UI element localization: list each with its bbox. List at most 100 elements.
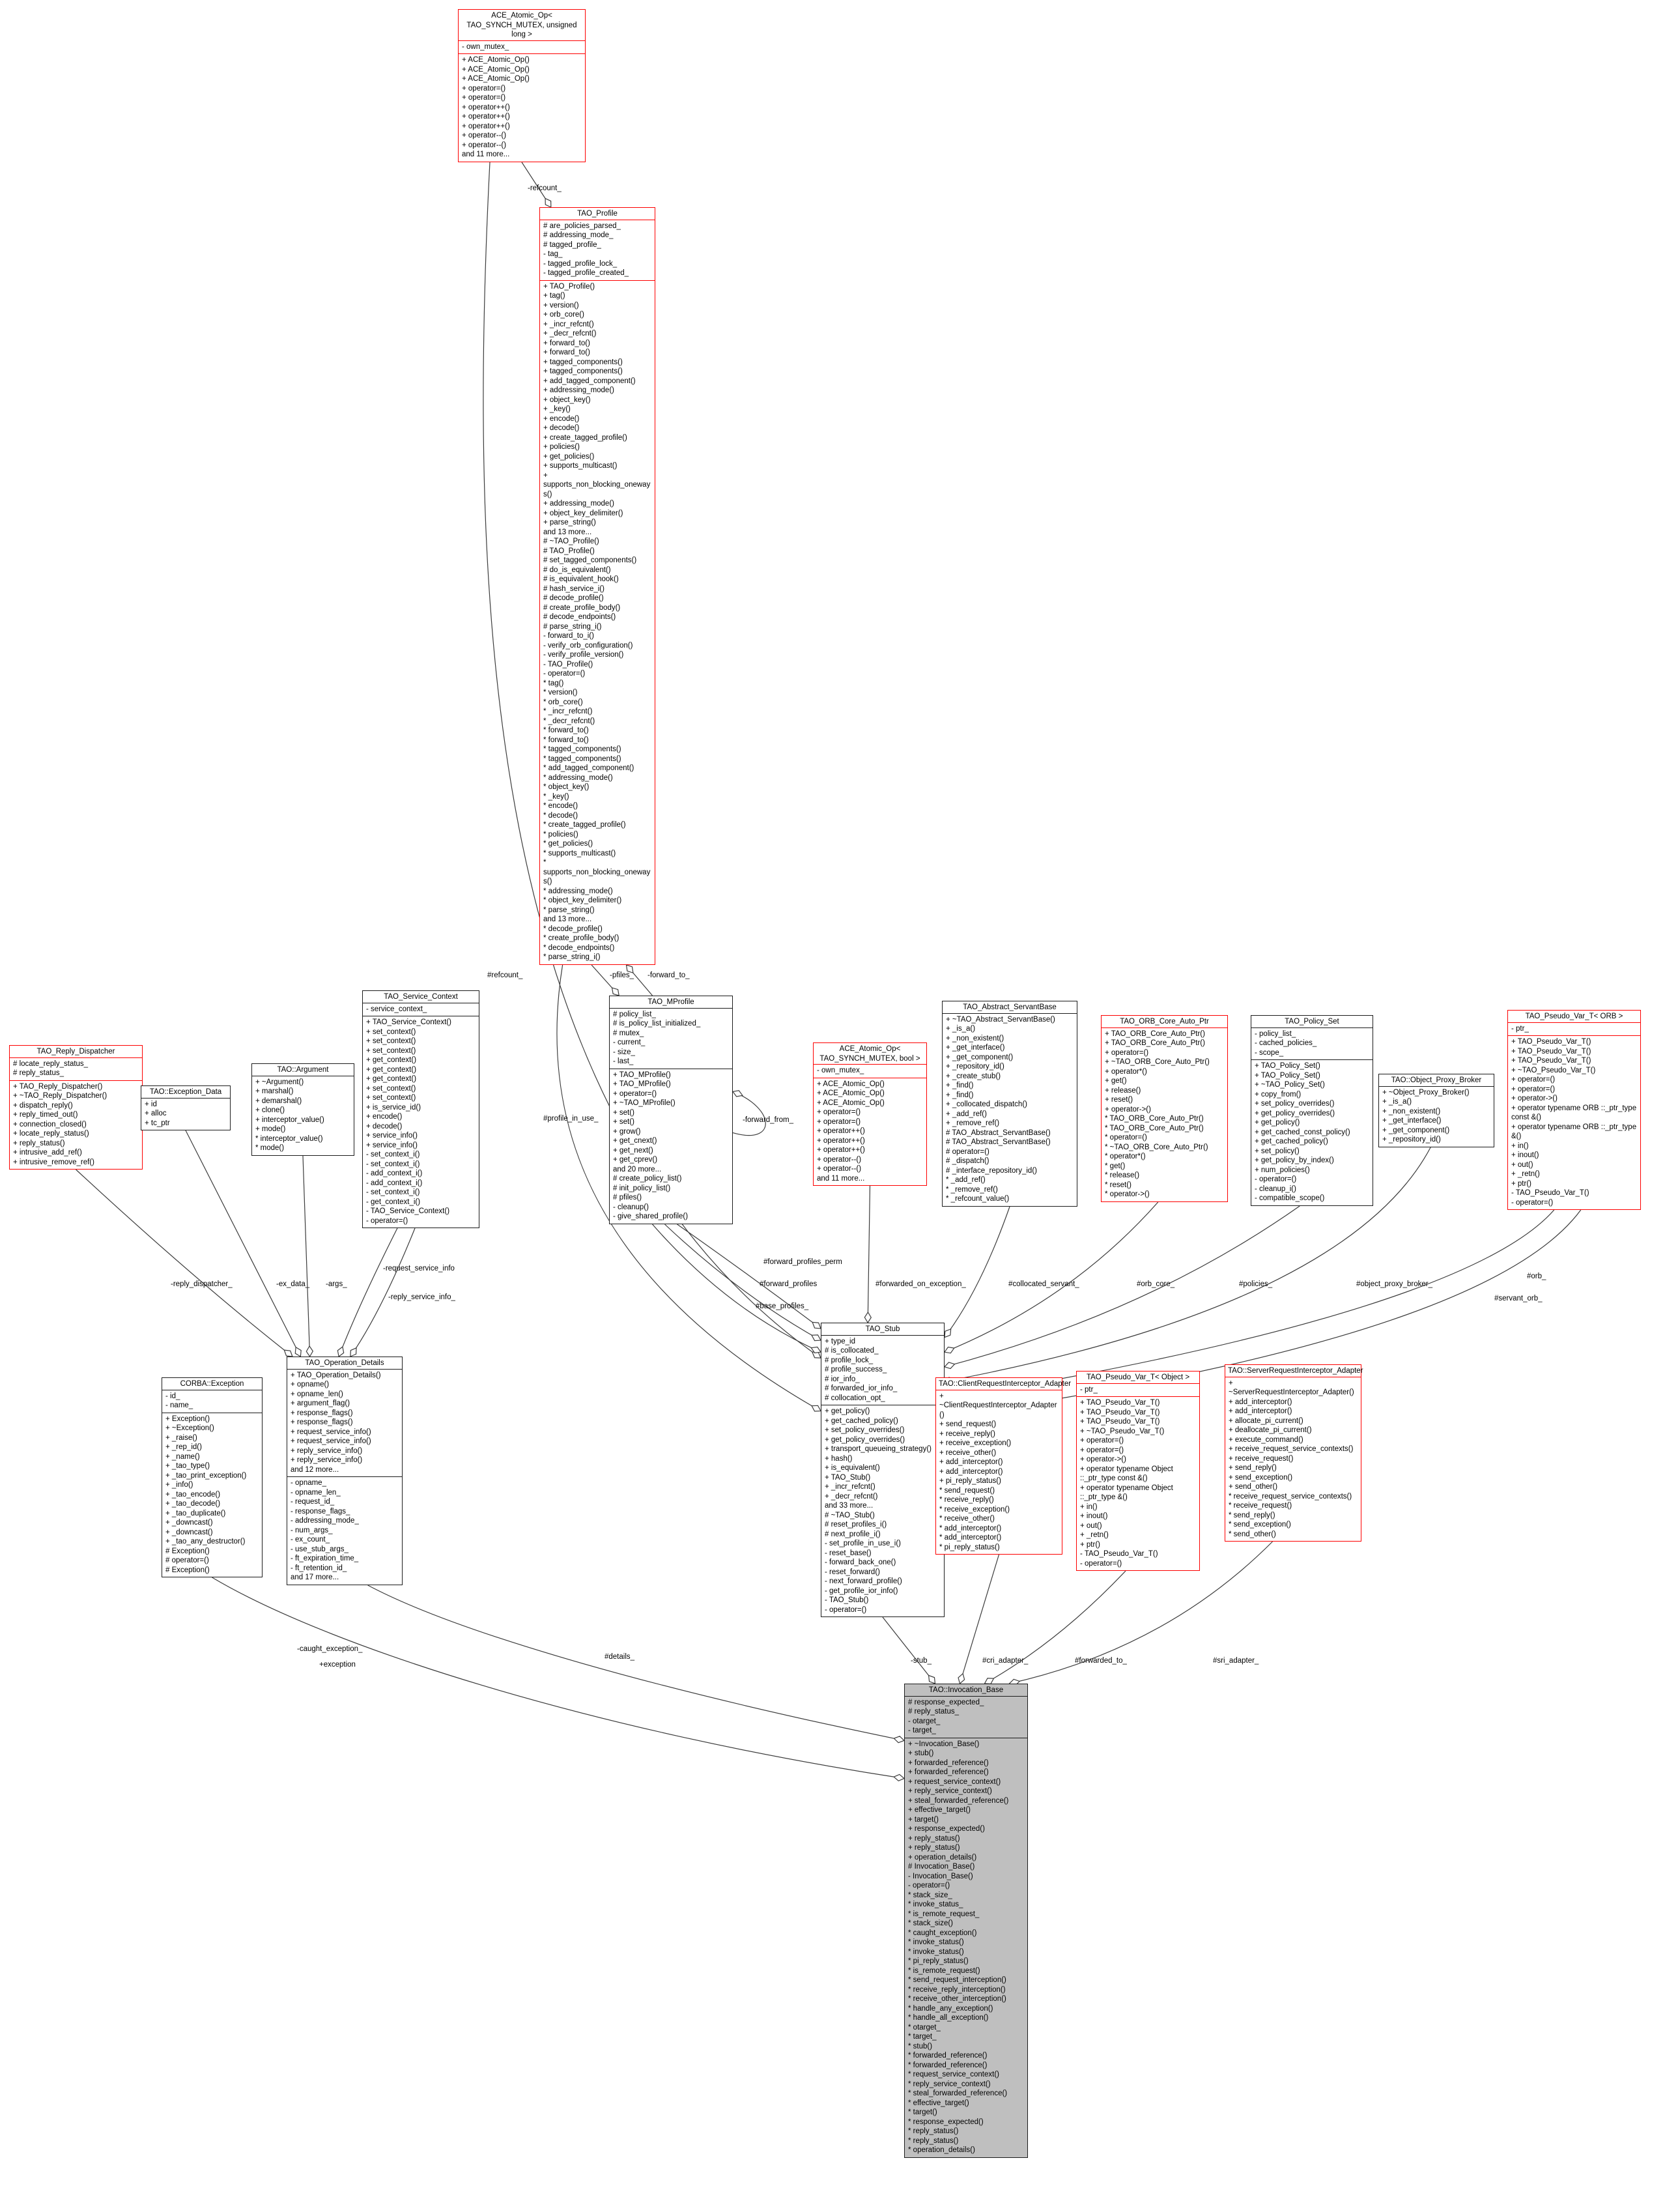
class-member: + _rep_id() (165, 1443, 202, 1451)
class-member: * orb_core() (543, 698, 583, 706)
class-tao-service-context[interactable]: TAO_Service_Context- service_context_+ T… (362, 990, 479, 1228)
class-tao-stub[interactable]: TAO_Stub+ type_id# is_collocated_# profi… (821, 1323, 945, 1617)
class-member: - name_ (165, 1401, 193, 1409)
edge-label: +exception (319, 1661, 356, 1669)
class-member: # is_policy_list_initialized_ (613, 1020, 701, 1027)
class-compartment: + ~TAO_Abstract_ServantBase()+ _is_a()+ … (943, 1013, 1077, 1206)
class-member: + operator--() (817, 1155, 862, 1164)
class-member: + _tao_encode() (165, 1490, 221, 1499)
class-member: + TAO_Profile() (543, 282, 595, 291)
class-member: + set_context() (366, 1084, 416, 1093)
class-orb-core-auto-ptr[interactable]: TAO_ORB_Core_Auto_Ptr+ TAO_ORB_Core_Auto… (1101, 1015, 1228, 1202)
class-member: + _is_a() (946, 1025, 976, 1033)
class-member: * _key() (543, 792, 569, 801)
class-tao-mprofile[interactable]: TAO_MProfile# policy_list_# is_policy_li… (609, 996, 733, 1224)
class-member: - add_context_i() (366, 1170, 423, 1177)
class-policy-set[interactable]: TAO_Policy_Set- policy_list_- cached_pol… (1251, 1015, 1373, 1206)
class-member: + dispatch_reply() (13, 1101, 73, 1110)
class-member: + add_interceptor() (1229, 1398, 1292, 1406)
class-member: - tagged_profile_lock_ (543, 259, 618, 268)
class-member: + inout() (1511, 1151, 1539, 1159)
class-member: + operator--() (817, 1165, 862, 1173)
class-ace-bool[interactable]: ACE_Atomic_Op< TAO_SYNCH_MUTEX, bool >- … (813, 1042, 927, 1186)
class-member: + receive_exception() (939, 1439, 1012, 1447)
class-pseudo-var-orb[interactable]: TAO_Pseudo_Var_T< ORB >- ptr_+ TAO_Pseud… (1507, 1010, 1641, 1210)
class-member: and 12 more... (291, 1465, 339, 1474)
aggregation-diamond-icon (350, 1347, 357, 1357)
edge-label: #refcount_ (487, 971, 523, 979)
edge-args_ (302, 1155, 311, 1357)
class-cri-adapter[interactable]: TAO::ClientRequestInterceptor_Adapter+ ~… (935, 1377, 1071, 1555)
class-member: + ~Invocation_Base() (908, 1740, 980, 1748)
class-member: - operator=() (825, 1605, 867, 1614)
class-operation-details[interactable]: TAO_Operation_Details+ TAO_Operation_Det… (287, 1357, 403, 1585)
class-object-proxy-broker[interactable]: TAO::Object_Proxy_Broker+ ~Object_Proxy_… (1378, 1074, 1494, 1147)
class-member: + reply_timed_out() (13, 1111, 78, 1119)
class-compartment: + ~Object_Proxy_Broker()+ _is_a()+ _non_… (1379, 1085, 1494, 1147)
class-member: + in() (1080, 1502, 1098, 1511)
class-member: + service_info() (366, 1132, 418, 1140)
class-member: * reply_service_context() (908, 2080, 991, 2088)
class-member: + alloc (145, 1110, 167, 1117)
class-member: - forward_back_one() (825, 1558, 896, 1566)
class-member: + operator++() (462, 103, 510, 111)
class-member: * _decr_refcnt() (543, 717, 595, 725)
class-tao-profile[interactable]: TAO_Profile# are_policies_parsed_# addre… (539, 207, 655, 965)
class-member: + operator=() (1080, 1437, 1124, 1444)
class-member: + allocate_pi_current() (1229, 1416, 1303, 1425)
class-member: + get_cnext() (613, 1137, 657, 1145)
class-member: + grow() (613, 1127, 641, 1136)
class-member: + pi_reply_status() (939, 1477, 1001, 1485)
class-member: + _get_interface() (1382, 1117, 1442, 1125)
class-member: + TAO_Reply_Dispatcher() (13, 1082, 103, 1091)
class-member: + interceptor_value() (255, 1115, 324, 1124)
class-member: + reset() (1105, 1096, 1133, 1104)
class-member: # next_profile_i() (825, 1530, 881, 1538)
edge-reply_dispatcher_ (76, 1169, 293, 1357)
class-tao-argument[interactable]: TAO::Argument+ ~Argument()+ marshal()+ d… (251, 1063, 354, 1156)
class-member: * decode_endpoints() (543, 943, 615, 952)
class-member: + operator=() (1511, 1076, 1556, 1084)
aggregation-diamond-icon (811, 1405, 821, 1412)
class-member: + send_other() (1229, 1483, 1278, 1491)
class-member: + ACE_Atomic_Op() (462, 65, 530, 74)
class-member: * add_interceptor() (939, 1534, 1002, 1542)
class-pseudo-var-object[interactable]: TAO_Pseudo_Var_T< Object >- ptr_+ TAO_Ps… (1076, 1371, 1200, 1571)
class-member: - addressing_mode_ (291, 1517, 359, 1525)
class-invocation-base[interactable]: TAO::Invocation_Base# response_expected_… (904, 1684, 1028, 2158)
class-member: * caught_exception() (908, 1929, 977, 1937)
class-member: + ACE_Atomic_Op() (817, 1080, 885, 1088)
class-member: + ~Exception() (165, 1424, 214, 1432)
class-member: and 33 more... (825, 1502, 874, 1510)
class-member: + opname_len() (291, 1390, 343, 1398)
class-member: + reply_service_info() (291, 1446, 363, 1455)
class-member: + reply_status() (908, 1834, 960, 1843)
class-member: + forward_to() (543, 349, 590, 356)
class-member: * response_expected() (908, 2118, 984, 2126)
class-compartment: + ~ServerRequestInterceptor_Adapter()+ a… (1225, 1376, 1361, 1542)
class-compartment: + TAO_Policy_Set()+ TAO_Policy_Set()+ ~T… (1251, 1059, 1373, 1205)
class-member: * forwarded_reference() (908, 2052, 988, 2060)
class-ace-ulong[interactable]: ACE_Atomic_Op< TAO_SYNCH_MUTEX, unsigned… (458, 9, 586, 162)
class-member: * reply_status() (908, 2136, 959, 2145)
class-member: # set_tagged_components() (543, 556, 637, 564)
class-compartment: # locate_reply_status_# reply_status_ (10, 1057, 142, 1080)
class-member: + receive_request() (1229, 1454, 1294, 1463)
class-member: + stub() (908, 1749, 934, 1757)
class-abstract-servantbase[interactable]: TAO_Abstract_ServantBase+ ~TAO_Abstract_… (942, 1001, 1077, 1207)
class-exception-data[interactable]: TAO::Exception_Data+ id+ alloc+ tc_ptr (141, 1085, 231, 1130)
class-member: + get_context() (366, 1065, 417, 1074)
class-member: + get_policy_by_index() (1255, 1156, 1334, 1164)
class-member: and 11 more... (817, 1174, 865, 1183)
edge-forward_profiles (664, 1224, 821, 1341)
class-member: + steal_forwarded_reference() (908, 1796, 1009, 1805)
class-member: - verify_orb_configuration() (543, 641, 633, 650)
edge-label: #forwarded_to_ (1075, 1657, 1128, 1665)
class-member: # is_equivalent_hook() (543, 575, 619, 583)
class-sri-adapter[interactable]: TAO::ServerRequestInterceptor_Adapter+ ~… (1225, 1364, 1363, 1542)
class-corba-exception[interactable]: CORBA::Exception- id_- name_+ Exception(… (162, 1377, 263, 1577)
class-compartment: + ~Argument()+ marshal()+ demarshal()+ c… (252, 1075, 354, 1155)
class-title: TAO_Operation_Details (305, 1359, 384, 1367)
class-member: # init_policy_list() (613, 1184, 671, 1192)
class-tao-reply-dispatcher[interactable]: TAO_Reply_Dispatcher# locate_reply_statu… (9, 1045, 143, 1170)
